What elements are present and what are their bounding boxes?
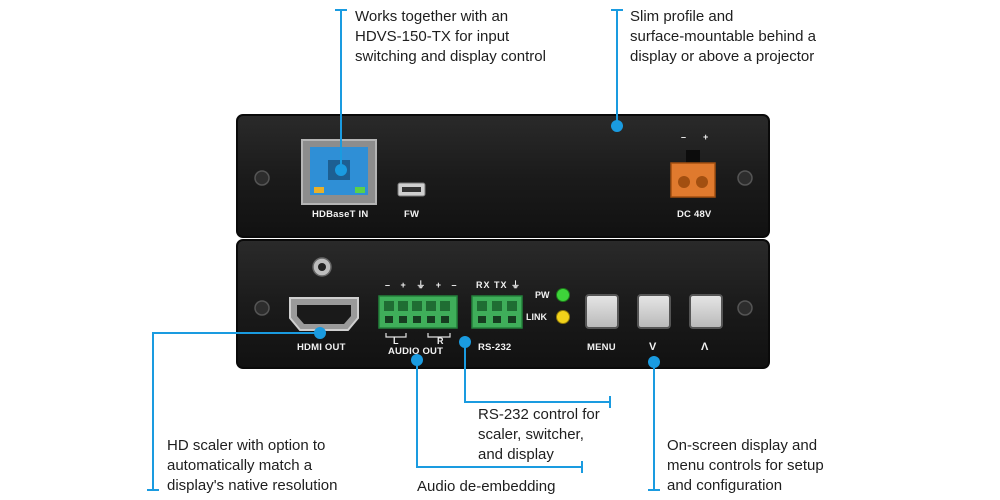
callout-line-audio bbox=[416, 360, 582, 468]
audio-r-bracket bbox=[427, 333, 451, 338]
callout-lines bbox=[152, 10, 655, 490]
dc-pin-left-icon bbox=[678, 176, 690, 188]
callout-scaler-line-1: HD scaler with option to bbox=[167, 437, 326, 454]
callout-rs232: RS-232 control for scaler, switcher, and… bbox=[478, 405, 600, 465]
callout-rs232-line-1: RS-232 control for bbox=[478, 406, 600, 423]
hdmi-out-port-inner bbox=[297, 305, 351, 324]
audio-out-terminal-holes bbox=[385, 316, 449, 323]
bottom-right-screw-icon bbox=[737, 300, 753, 316]
top-left-screw-icon bbox=[254, 170, 270, 186]
callout-hdbaset-line-1: Works together with an bbox=[355, 8, 509, 25]
audio-out-label: AUDIO OUT bbox=[388, 346, 444, 357]
callout-audio-line-1: Audio de-embedding bbox=[417, 478, 556, 495]
audio-jack-hole-icon bbox=[318, 263, 326, 271]
fw-port-inner bbox=[402, 187, 421, 192]
audio-r-label: R bbox=[437, 336, 444, 346]
callout-profile-line-2: surface-mountable behind a bbox=[630, 28, 816, 45]
callout-line-rs232 bbox=[464, 342, 610, 403]
dc-pin-right-icon bbox=[696, 176, 708, 188]
up-button[interactable] bbox=[689, 294, 723, 329]
callout-line-scaler bbox=[152, 332, 320, 490]
hdbaset-in-label: HDBaseT IN bbox=[312, 209, 369, 220]
callout-osd-line-1: On-screen display and bbox=[667, 437, 818, 454]
audio-pins-label: – + ⏚ + – bbox=[385, 280, 461, 290]
down-button[interactable] bbox=[637, 294, 671, 329]
callout-osd-line-2: menu controls for setup bbox=[667, 457, 824, 474]
callout-dot-rs232-icon bbox=[459, 336, 471, 348]
dc-connector bbox=[670, 162, 716, 198]
callout-osd-line-3: and configuration bbox=[667, 477, 783, 494]
rs232-pins-label: RX TX ⏚ bbox=[476, 280, 522, 290]
rs232-terminal-holes bbox=[478, 316, 516, 323]
down-label: V bbox=[649, 341, 657, 353]
fw-label: FW bbox=[404, 209, 420, 220]
callout-dot-scaler-icon bbox=[314, 327, 326, 339]
callout-audio: Audio de-embedding bbox=[417, 477, 555, 497]
callout-scaler-line-2: automatically match a bbox=[167, 457, 313, 474]
top-right-screw-icon bbox=[737, 170, 753, 186]
callout-rs232-line-3: and display bbox=[478, 446, 554, 463]
callout-profile-line-1: Slim profile and bbox=[630, 8, 734, 25]
rs232-terminal-screws bbox=[477, 301, 517, 311]
link-led-icon bbox=[556, 310, 570, 324]
audio-l-label: L bbox=[393, 336, 399, 346]
up-label: Λ bbox=[701, 341, 709, 353]
rs232-terminal bbox=[471, 295, 523, 329]
callout-dot-osd-icon bbox=[648, 356, 660, 368]
menu-button[interactable] bbox=[585, 294, 619, 329]
callout-osd: On-screen display and menu controls for … bbox=[667, 436, 824, 496]
bottom-left-screw-icon bbox=[254, 300, 270, 316]
callout-profile-line-3: display or above a projector bbox=[630, 48, 815, 65]
callout-dots bbox=[314, 120, 660, 368]
callout-dot-audio-icon bbox=[411, 354, 423, 366]
callout-dot-profile-icon bbox=[611, 120, 623, 132]
hdbaset-led-right-icon bbox=[355, 187, 365, 193]
dc-minus-label: – bbox=[681, 132, 687, 142]
menu-label: MENU bbox=[587, 342, 616, 353]
hdbaset-led-left-icon bbox=[314, 187, 324, 193]
audio-l-bracket bbox=[385, 333, 407, 338]
hdmi-out-label: HDMI OUT bbox=[297, 342, 346, 353]
audio-out-terminal bbox=[378, 295, 458, 329]
callout-profile: Slim profile and surface-mountable behin… bbox=[630, 7, 816, 67]
dc-tab bbox=[686, 150, 700, 164]
link-label: LINK bbox=[526, 312, 547, 322]
callout-hdbaset: Works together with an HDVS-150-TX for i… bbox=[355, 7, 546, 67]
audio-out-terminal-screws bbox=[384, 301, 450, 311]
callout-ticks bbox=[147, 9, 660, 491]
callout-hdbaset-line-3: switching and display control bbox=[355, 48, 546, 65]
callout-dot-hdbaset-icon bbox=[335, 164, 347, 176]
callout-scaler: HD scaler with option to automatically m… bbox=[167, 436, 337, 496]
callout-scaler-line-3: display's native resolution bbox=[167, 477, 338, 494]
dc-48v-label: DC 48V bbox=[677, 209, 712, 220]
dc-plus-label: + bbox=[703, 132, 709, 142]
pw-label: PW bbox=[535, 290, 550, 300]
callout-rs232-line-2: scaler, switcher, bbox=[478, 426, 584, 443]
pw-led-icon bbox=[556, 288, 570, 302]
callout-hdbaset-line-2: HDVS-150-TX for input bbox=[355, 28, 510, 45]
rs232-label: RS-232 bbox=[478, 342, 512, 353]
